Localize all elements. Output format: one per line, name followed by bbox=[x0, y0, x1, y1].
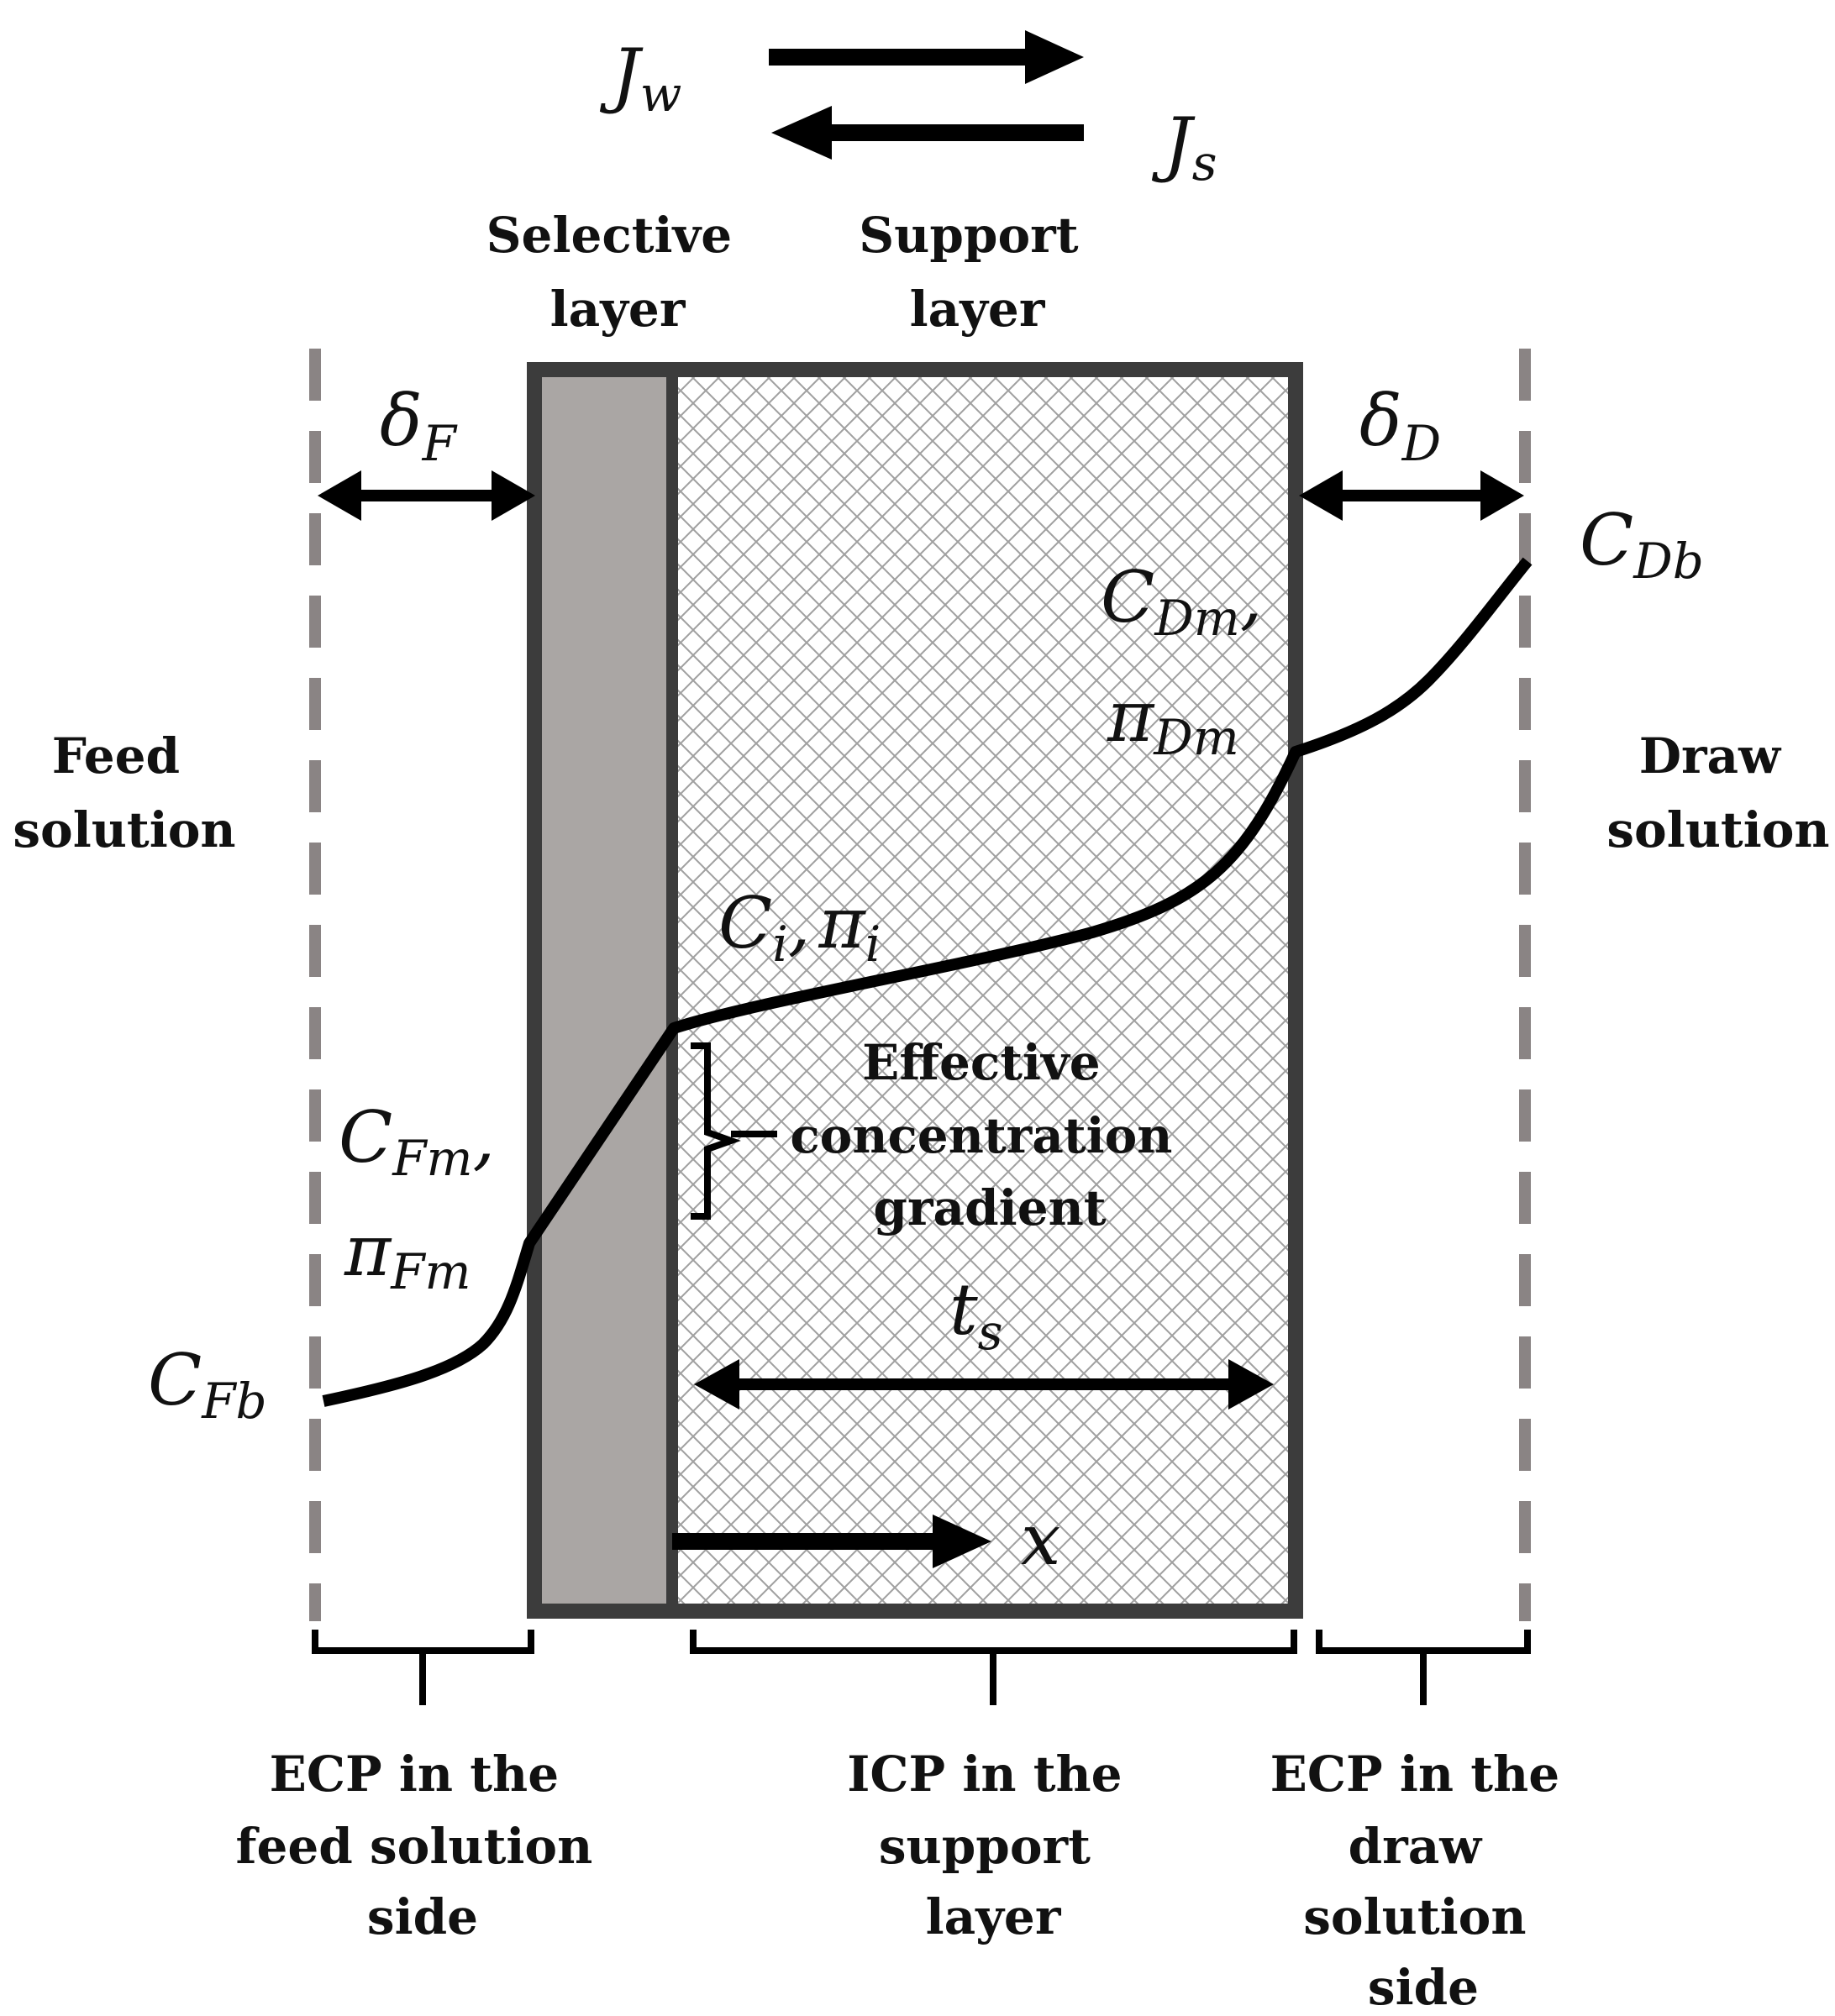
water-flux-arrow bbox=[769, 30, 1084, 84]
support-icp-brace bbox=[690, 1630, 1297, 1705]
support-layer-title: Support layer bbox=[859, 207, 1095, 338]
concentration-profile-curve bbox=[322, 557, 1533, 1407]
x-axis-label: x bbox=[1021, 1499, 1060, 1581]
draw-membrane-osmotic-pressure-label: πDm bbox=[1107, 675, 1239, 766]
feed-ecp-label: ECP in the feed solution side bbox=[236, 1746, 610, 1945]
water-flux-sub: w bbox=[640, 66, 682, 123]
effective-gradient-brace bbox=[691, 1042, 741, 1220]
draw-membrane-concentration-label: CDm, bbox=[1101, 556, 1262, 647]
effective-gradient-label: Effective concentration gradient bbox=[790, 1034, 1189, 1236]
selective-layer bbox=[534, 370, 672, 1611]
feed-membrane-concentration-label: CFm, bbox=[339, 1096, 495, 1187]
support-thickness-arrow bbox=[694, 1359, 1274, 1410]
feed-boundary-thickness-arrow bbox=[318, 470, 535, 521]
feed-membrane-osmotic-pressure-label: πFm bbox=[344, 1210, 471, 1300]
draw-boundary-thickness-arrow bbox=[1299, 470, 1524, 521]
feed-solution-label: Feed solution bbox=[13, 727, 235, 858]
support-icp-label: ICP in the support layer bbox=[847, 1746, 1139, 1945]
support-layer bbox=[672, 370, 1296, 1611]
salt-flux-arrow bbox=[771, 106, 1084, 160]
interface-concentration-label: Ci,πi bbox=[718, 882, 881, 973]
feed-boundary-thickness-label: δF bbox=[380, 380, 458, 472]
draw-boundary-thickness-label: δD bbox=[1359, 380, 1441, 472]
feed-ecp-brace bbox=[312, 1630, 534, 1705]
x-axis-arrow bbox=[672, 1515, 991, 1568]
feed-bulk-concentration-label: CFb bbox=[148, 1339, 267, 1430]
membrane-outline bbox=[527, 362, 1303, 1619]
water-flux-label: Jw bbox=[599, 34, 681, 123]
draw-bulk-concentration-label: CDb bbox=[1580, 499, 1704, 590]
salt-flux-label: Js bbox=[1151, 102, 1217, 192]
salt-flux-sub: s bbox=[1192, 134, 1217, 192]
support-thickness-label: ts bbox=[949, 1268, 1003, 1361]
selective-layer-title: Selective layer bbox=[486, 207, 749, 338]
draw-solution-label: Draw solution bbox=[1606, 727, 1829, 858]
water-flux-symbol: J bbox=[599, 34, 644, 116]
draw-ecp-brace bbox=[1316, 1630, 1531, 1705]
salt-flux-symbol: J bbox=[1151, 102, 1196, 185]
draw-ecp-label: ECP in the draw solution side bbox=[1270, 1746, 1577, 2016]
